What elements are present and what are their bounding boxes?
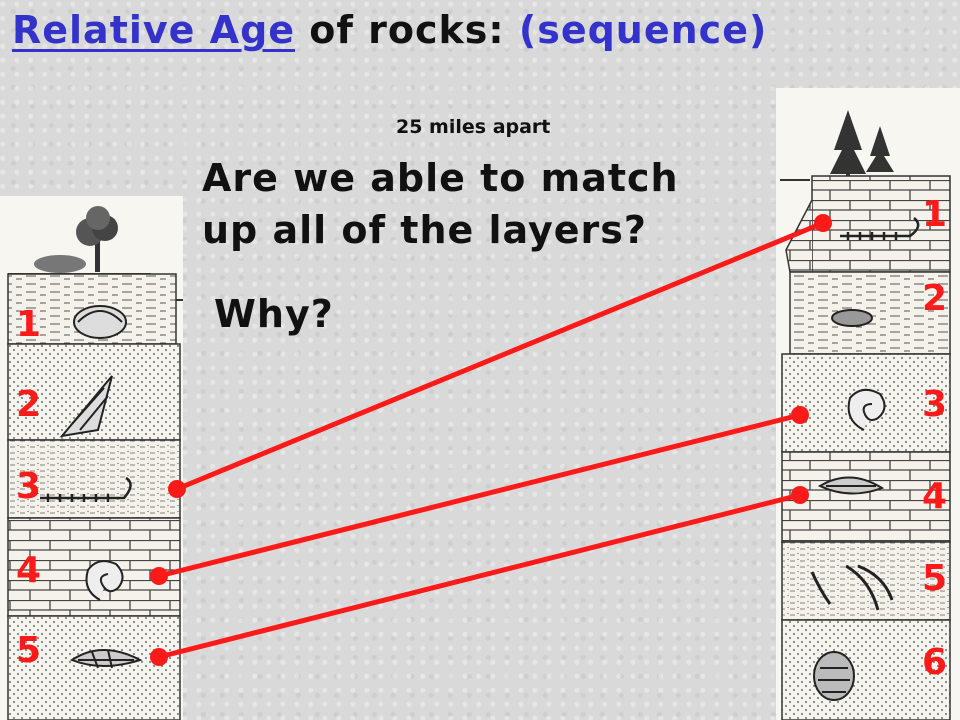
dot-left-4: [150, 567, 168, 585]
right-layer-number-2: 2: [922, 278, 948, 319]
right-leaf-fossil-icon: [817, 476, 885, 495]
title-relative-age: Relative Age: [12, 8, 296, 52]
dot-left-3: [168, 480, 186, 498]
question-line-1: Are we able to match: [202, 156, 679, 200]
left-layer-3: [7, 439, 181, 519]
left-layer-number-1: 1: [16, 304, 42, 345]
question-text: Are we able to match up all of the layer…: [202, 152, 679, 256]
right-layer-1: [811, 175, 951, 273]
slide-title: Relative Age of rocks: (sequence): [12, 8, 767, 52]
right-layer-6: [781, 619, 951, 720]
right-layer-number-1: 1: [922, 194, 948, 235]
correlation-dots: [150, 214, 832, 666]
right-layer-4: [781, 451, 951, 543]
dot-right-3: [791, 406, 809, 424]
dot-right-4: [791, 486, 809, 504]
right-coral-fossil-icon: [813, 651, 855, 701]
correlation-line-left5-right4: [156, 492, 803, 660]
left-layer-number-4: 4: [16, 550, 42, 591]
leaf-fossil-icon: [69, 649, 143, 669]
right-layer-number-5: 5: [922, 558, 948, 599]
dot-right-1: [814, 214, 832, 232]
right-ammonite-fossil-icon: [847, 388, 886, 431]
right-brachiopod-fossil-icon: [831, 309, 873, 327]
title-sequence: (sequence): [518, 8, 768, 52]
correlation-line-left3-right1: [174, 220, 826, 492]
left-layer-number-5: 5: [16, 630, 42, 671]
left-layer-number-2: 2: [16, 384, 42, 425]
right-rock-column: [776, 88, 960, 720]
why-question: Why?: [214, 292, 334, 336]
dot-left-5: [150, 648, 168, 666]
trilobite-fossil-icon: [40, 476, 132, 502]
right-trilobite-fossil-icon: [840, 217, 920, 240]
right-layer-5: [781, 541, 951, 621]
right-layer-number-4: 4: [922, 476, 948, 517]
title-of-rocks: of rocks:: [309, 8, 505, 52]
correlation-lines: [156, 220, 826, 660]
left-layer-5: [7, 615, 181, 720]
correlation-line-left4-right3: [156, 412, 803, 579]
right-layer-number-6: 6: [922, 642, 948, 683]
left-rock-column: [0, 196, 183, 720]
right-layer-2: [789, 271, 951, 355]
cone-shell-fossil-icon: [59, 375, 113, 438]
question-line-2: up all of the layers?: [202, 208, 647, 252]
ammonite-fossil-icon: [85, 560, 124, 601]
right-layer-number-3: 3: [922, 384, 948, 425]
right-worm-trace-fossil-icon: [810, 564, 894, 611]
clam-fossil-icon: [73, 305, 127, 339]
left-tree-icon: [34, 206, 118, 273]
distance-label: 25 miles apart: [396, 116, 551, 138]
left-layer-number-3: 3: [16, 466, 42, 507]
